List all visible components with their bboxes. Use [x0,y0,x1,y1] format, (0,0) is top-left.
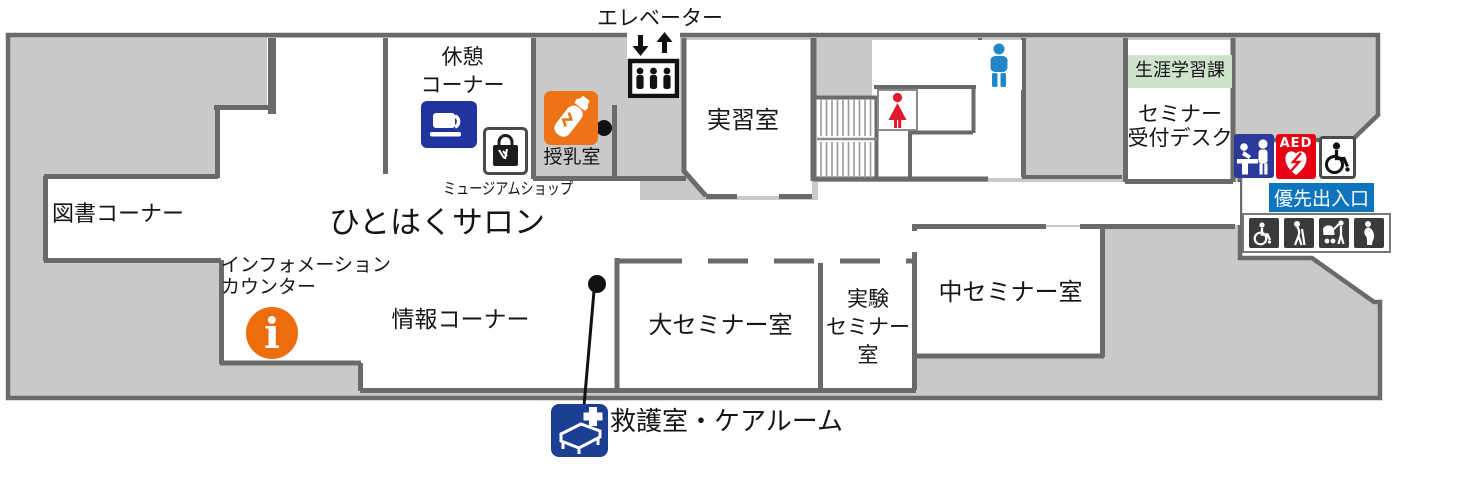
nursing-dot [596,120,612,136]
information-counter-label-1: インフォメーション [221,254,392,276]
priority-entrance-icons [1242,213,1391,253]
aed-icon-label: AED [1279,136,1313,151]
coffee-icon [421,101,477,148]
library-corner-label: 図書コーナー [52,202,185,227]
information-counter-label-2: カウンター [221,276,317,298]
elevator-label: エレベーター [597,6,723,30]
aed-icon: AED [1276,134,1316,179]
nursing-room-label: 授乳室 [543,146,601,168]
museum-shop-label: ミュージアムショップ [442,179,574,198]
priority-entrance-badge: 優先出入口 [1269,183,1374,212]
lab-seminar-label-3: 室 [857,343,879,367]
female-toilet-icon [877,89,918,131]
seminar-desk-label-2: 受付デスク [1127,126,1233,150]
large-seminar-label: 大セミナー室 [648,311,793,339]
salon-label: ひとはくサロン [328,205,546,241]
lab-seminar-label-2: セミナー [826,315,910,339]
information-icon-glyph: i [264,308,280,358]
information-icon: i [246,307,298,359]
stairs-icon [817,99,877,178]
elevator-icon [627,32,680,99]
rest-corner-label-1: 休憩 [441,45,484,69]
male-toilet-icon [976,40,1022,90]
info-corner-label: 情報コーナー [391,307,530,333]
seminar-desk-label-1: セミナー [1138,102,1222,126]
first-aid-icon [551,404,608,457]
location-markers [582,120,612,407]
reception-counter-icon [1234,134,1274,178]
museum-shop-icon [483,127,528,175]
first-aid-label: 救護室・ケアルーム [610,407,843,437]
mid-seminar-label: 中セミナー室 [938,278,1083,306]
lifelong-learning-box: 生涯学習課 [1128,55,1232,88]
wheelchair-icon [1319,136,1356,179]
rest-corner-label-2: コーナー [420,73,505,97]
walls [43,38,1236,393]
first-aid-dot [588,275,606,293]
lab-seminar-label-1: 実験 [847,287,889,311]
nursing-room-icon [544,91,598,145]
lifelong-learning-label: 生涯学習課 [1135,60,1225,82]
training-room-label: 実習室 [707,106,779,134]
first-aid-connector [582,290,596,407]
